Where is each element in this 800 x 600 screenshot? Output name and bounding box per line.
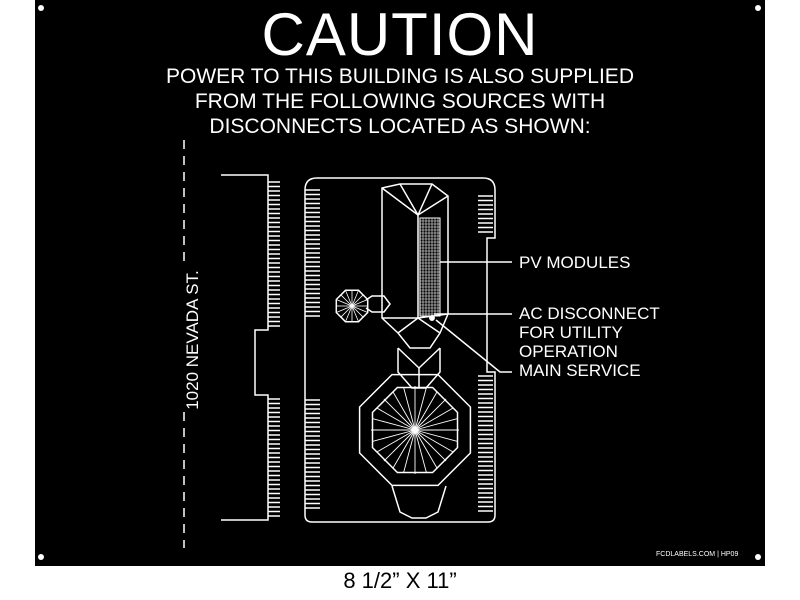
caution-sign: [35, 0, 765, 566]
mounting-hole-top-right: [755, 5, 761, 11]
left-building-outline: [221, 174, 269, 521]
mounting-hole-bottom-right: [755, 554, 761, 560]
callout-leaders: [429, 261, 512, 373]
mounting-hole-top-left: [38, 5, 44, 11]
street-label: 1020 NEVADA ST.: [183, 270, 202, 410]
pv-modules-grid: [419, 217, 441, 317]
ac-disconnect-label-line-3: OPERATION: [519, 342, 618, 361]
main-building-outline: [304, 177, 496, 523]
subtitle-line-1: POWER TO THIS BUILDING IS ALSO SUPPLIED: [166, 65, 634, 88]
mounting-hole-bottom-left: [38, 554, 44, 560]
maker-tag: FCDLABELS.COM | HP09: [656, 551, 739, 558]
sign-title: CAUTION: [261, 1, 539, 68]
roof-structure: [381, 183, 449, 389]
main-building-hatch: [305, 189, 493, 512]
large-octagonal-bay: [358, 373, 472, 519]
subtitle-line-3: DISCONNECTS LOCATED AS SHOWN:: [209, 115, 591, 138]
subtitle-line-2: FROM THE FOLLOWING SOURCES WITH: [194, 90, 606, 113]
small-round-bay: [335, 289, 391, 323]
ac-disconnect-label-line-2: FOR UTILITY: [519, 323, 623, 342]
size-caption: 8 1/2” X 11”: [343, 568, 457, 593]
main-service-label: MAIN SERVICE: [519, 361, 641, 380]
left-building-hatch: [268, 181, 280, 517]
ac-disconnect-label-line-1: AC DISCONNECT: [519, 304, 660, 323]
pv-modules-label: PV MODULES: [519, 253, 631, 272]
